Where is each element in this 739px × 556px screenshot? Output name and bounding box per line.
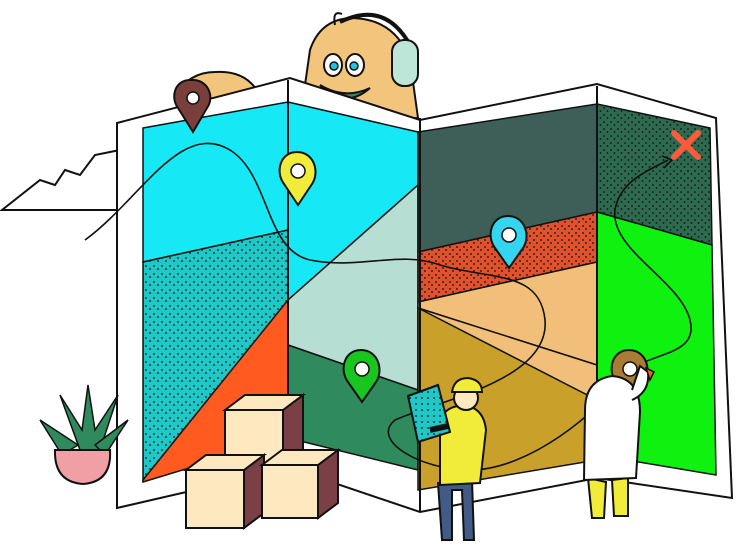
cloud-icon <box>0 148 130 211</box>
box-icon <box>259 448 341 520</box>
plant-icon <box>39 384 129 486</box>
hard-hat <box>450 376 484 393</box>
worker-character <box>406 376 488 541</box>
headphones-icon <box>391 39 419 87</box>
hooded-character <box>582 364 656 519</box>
headphones-band <box>339 12 412 46</box>
pin-icon <box>278 150 317 207</box>
pin-icon <box>342 348 381 404</box>
x-mark-icon <box>671 130 701 160</box>
pin-icon <box>489 214 528 270</box>
box-stack <box>183 393 341 530</box>
plant-pot <box>53 449 112 486</box>
pin-icon <box>173 79 212 134</box>
box-icon <box>183 453 267 530</box>
